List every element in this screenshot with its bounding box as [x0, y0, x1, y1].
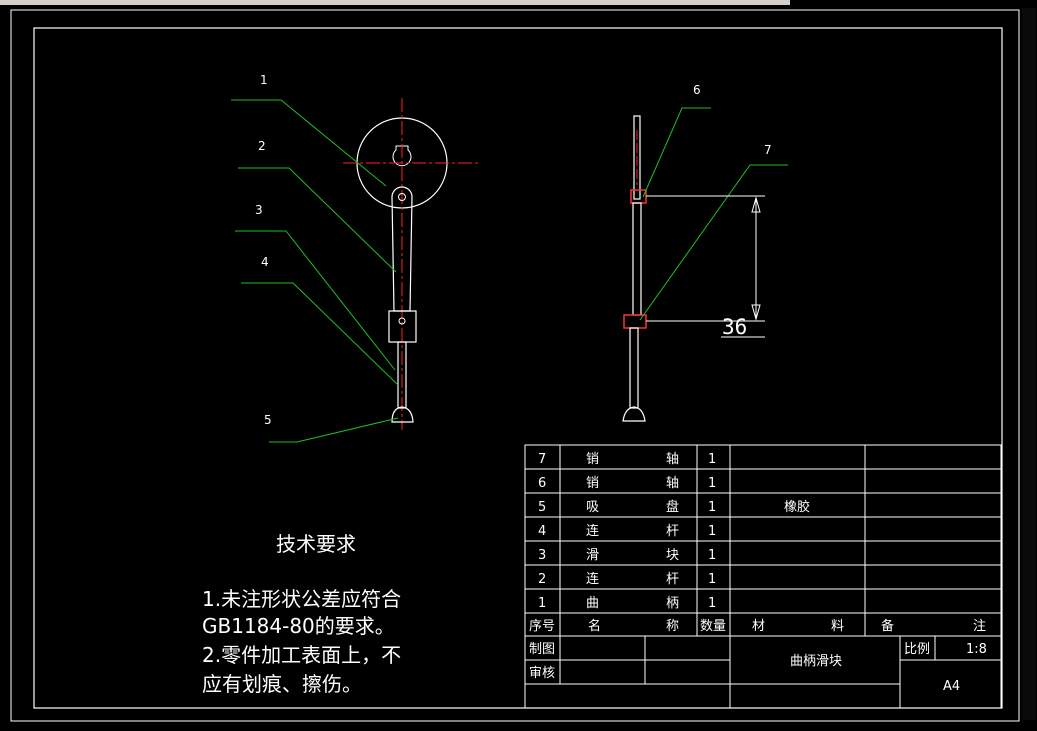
dimension-value: 36: [722, 315, 747, 339]
bom-row-2: 2 连 杆 1: [538, 571, 716, 587]
bom-row-5: 5 吸 盘 1 橡胶: [538, 499, 810, 515]
bom-qty: 1: [708, 452, 716, 467]
suction-cup: [391, 406, 414, 423]
side-lower-rod: [629, 327, 639, 409]
slider-pin: [398, 317, 406, 325]
outer-frame: [10, 9, 1020, 722]
bom-name-b: 轴: [666, 452, 679, 467]
side-suction-cup: [622, 406, 646, 422]
bom-qty: 1: [708, 548, 716, 563]
bom-name-a: 连: [586, 571, 599, 587]
balloon-7: 7: [764, 143, 772, 157]
inner-frame: [33, 27, 1003, 709]
bom-header-name-b: 称: [666, 619, 679, 634]
bom-header-note-a: 备: [881, 618, 894, 634]
bom-no: 6: [538, 476, 546, 491]
side-view: [622, 115, 647, 422]
lower-rod: [397, 341, 407, 409]
dimension-36: [646, 195, 765, 338]
scale-label: 比例: [904, 642, 930, 657]
bom-no: 3: [538, 548, 546, 563]
bom-qty: 1: [708, 476, 716, 491]
tech-req-line-4: 应有划痕、擦伤。: [202, 672, 362, 696]
bom-qty: 1: [708, 596, 716, 611]
bom-header-row: 序号 名 称 数量 材 料 备 注: [529, 618, 986, 634]
bom-row-4: 4 连 杆 1: [538, 523, 716, 539]
side-rod: [632, 202, 642, 316]
bom-name-a: 销: [586, 452, 599, 467]
bom-name-b: 杆: [666, 572, 679, 587]
tech-req-title: 技术要求: [276, 532, 356, 556]
horizontal-scrollbar[interactable]: [0, 0, 790, 5]
bom-header-no: 序号: [529, 619, 555, 634]
bom-name-b: 轴: [666, 476, 679, 491]
bom-header-material-a: 材: [752, 619, 765, 634]
bom-name-a: 吸: [586, 500, 599, 515]
bom-qty: 1: [708, 500, 716, 515]
side-shaft-top: [633, 115, 641, 200]
drawing-title: 曲柄滑块: [790, 654, 842, 669]
scale-value: 1:8: [966, 642, 987, 657]
bom-table-grid: [524, 444, 1002, 709]
bom-qty: 1: [708, 524, 716, 539]
balloon-5: 5: [264, 413, 272, 427]
bom-row-1: 1 曲 柄 1: [538, 596, 716, 611]
bom-row-3: 3 滑 块 1: [538, 548, 716, 563]
rod-pin: [398, 193, 406, 201]
bom-no: 4: [538, 524, 546, 539]
bom-header-qty: 数量: [700, 619, 726, 634]
bom-header-name-a: 名: [588, 618, 601, 634]
front-view: [343, 98, 478, 430]
sheet-size: A4: [943, 679, 960, 694]
tech-req-line-1: 1.未注形状公差应符合: [202, 587, 401, 611]
bom-qty: 1: [708, 572, 716, 587]
vertical-scrollbar[interactable]: [1022, 8, 1036, 720]
drawn-by-label: 制图: [529, 642, 555, 657]
bom-name-b: 块: [666, 548, 679, 563]
bom-no: 7: [538, 452, 546, 467]
bom-row-7: 7 销 轴 1: [538, 452, 716, 467]
bom-no: 1: [538, 596, 546, 611]
title-block: 制图 审核 曲柄滑块 比例 1:8 A4: [529, 642, 987, 694]
balloon-2: 2: [258, 139, 266, 153]
bom-name-a: 销: [586, 476, 599, 491]
tech-req-line-3: 2.零件加工表面上，不: [202, 643, 401, 667]
balloon-4: 4: [261, 255, 269, 269]
bom-name-a: 滑: [586, 548, 599, 563]
balloon-6: 6: [693, 83, 701, 97]
bom-material: 橡胶: [784, 499, 810, 515]
leader-lines-right: [639, 107, 788, 321]
bom-row-6: 6 销 轴 1: [538, 476, 716, 491]
checked-by-label: 审核: [529, 666, 555, 681]
bom-name-b: 柄: [666, 596, 679, 611]
bom-name-a: 曲: [586, 596, 599, 611]
keyway-hole: [392, 145, 412, 167]
connecting-rod: [391, 186, 413, 312]
balloon-3: 3: [255, 203, 263, 217]
leader-lines-left: [231, 99, 399, 443]
bom-rows: 7 销 轴 1 6 销 轴 1 5 吸 盘 1 橡胶 4 连 杆 1 3 滑 块: [529, 452, 986, 634]
bom-name-b: 盘: [666, 499, 679, 515]
bom-name-a: 连: [586, 523, 599, 539]
bom-no: 5: [538, 500, 546, 515]
tech-req-line-2: GB1184-80的要求。: [202, 614, 395, 638]
bom-header-note-b: 注: [973, 619, 986, 634]
bom-header-material-b: 料: [831, 619, 844, 634]
bom-name-b: 杆: [666, 524, 679, 539]
bom-no: 2: [538, 572, 546, 587]
balloon-1: 1: [260, 73, 268, 87]
